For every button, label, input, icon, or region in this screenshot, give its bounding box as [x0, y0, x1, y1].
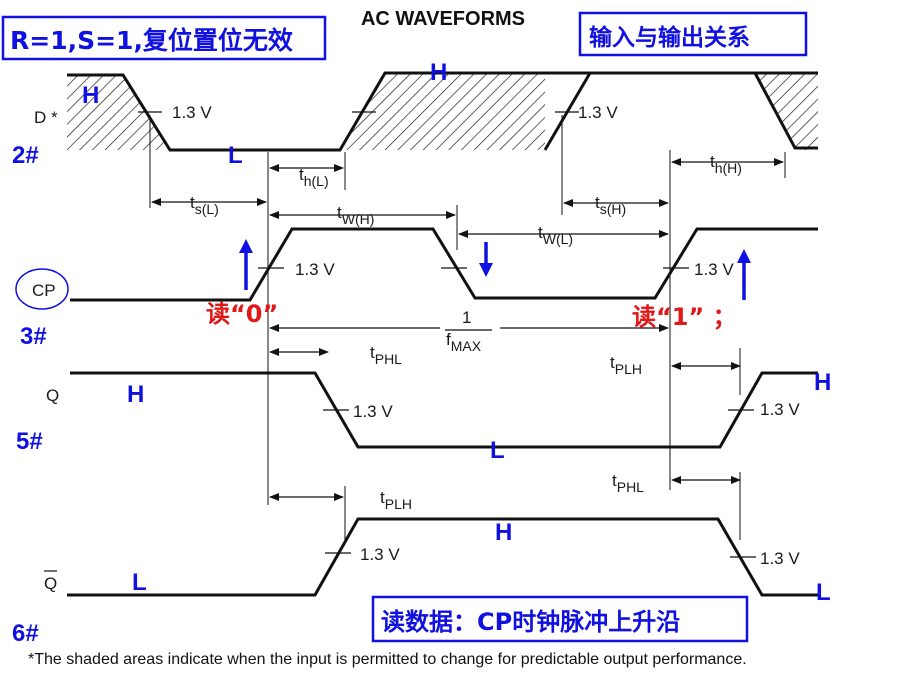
note-left-box [1, 15, 327, 61]
qbar-waveform: 1.3 V 1.3 V [67, 517, 818, 597]
ts-l-label: ts(L) [190, 193, 219, 217]
cp-threshold-label-2: 1.3 V [694, 260, 734, 279]
fmax-denominator: fMAX [446, 330, 482, 354]
cp-waveform: 1.3 V 1.3 V [70, 227, 818, 302]
q-pin-label: 5# [16, 428, 43, 455]
d-level-low: L [228, 142, 243, 169]
d-waveform: 1.3 V 1.3 V [67, 71, 818, 152]
q-signal-name: Q [46, 386, 59, 405]
footnote: *The shaded areas indicate when the inpu… [28, 651, 747, 668]
tw-h-label: tW(H) [337, 203, 374, 227]
tw-l-label: tW(L) [538, 223, 573, 247]
note-reset-set-inactive: R=1,S=1,复位置位无效 [10, 26, 293, 55]
q-level-low: L [490, 437, 505, 464]
qbar-signal-name: Q [44, 574, 57, 593]
d-level-high-1: H [82, 82, 99, 109]
q-signal-line [70, 371, 818, 449]
d-pin-label: 2# [12, 142, 39, 169]
note-read-data-rising-edge: 读数据：CP时钟脉冲上升沿 [381, 608, 680, 636]
tplh-q-label: tPLH [610, 353, 642, 377]
q-waveform: 1.3 V 1.3 V [70, 371, 818, 449]
q-level-high-1: H [127, 381, 144, 408]
th-h-label: th(H) [710, 152, 742, 176]
diagram-title: AC WAVEFORMS [361, 8, 525, 30]
q-threshold-label-2: 1.3 V [760, 400, 800, 419]
d-shaded-region-2 [340, 73, 545, 150]
note-right-box [578, 11, 808, 57]
cp-label-circle [15, 268, 69, 310]
qbar-threshold-label-2: 1.3 V [760, 549, 800, 568]
d-signal-name: D * [34, 108, 58, 127]
q-level-high-2: H [814, 369, 831, 396]
cp-pin-label: 3# [20, 323, 47, 350]
tphl-q-label: tPHL [370, 343, 402, 367]
qbar-signal-line [67, 517, 818, 597]
cp-signal-name: CP [32, 281, 56, 300]
read-one-label: 读“1” ； [632, 303, 737, 331]
qbar-level-high: H [495, 519, 512, 546]
tphl-qbar-label: tPHL [612, 471, 644, 495]
qbar-level-low-1: L [132, 569, 147, 596]
note-bottom-box [371, 595, 749, 643]
d-tail-edge [753, 72, 818, 150]
th-l-label: th(L) [299, 165, 329, 189]
q-threshold-label-1: 1.3 V [353, 402, 393, 421]
qbar-level-low-2: L [816, 579, 831, 606]
d-threshold-label-2: 1.3 V [578, 103, 618, 122]
d-shaded-region-1 [67, 75, 170, 150]
tplh-qbar-label: tPLH [380, 488, 412, 512]
d-signal-line [67, 71, 818, 152]
cp-signal-line [70, 227, 818, 302]
d-shaded-region-3 [755, 73, 818, 150]
qbar-pin-label: 6# [12, 620, 39, 647]
d-threshold-label-1: 1.3 V [172, 103, 212, 122]
note-input-output-relation: 输入与输出关系 [589, 24, 750, 51]
fmax-numerator: 1 [462, 308, 471, 327]
d-level-high-2: H [430, 59, 447, 86]
qbar-threshold-label-1: 1.3 V [360, 545, 400, 564]
cp-threshold-label-1: 1.3 V [295, 260, 335, 279]
ts-h-label: ts(H) [595, 193, 626, 217]
read-zero-label: 读“0” [206, 300, 278, 328]
